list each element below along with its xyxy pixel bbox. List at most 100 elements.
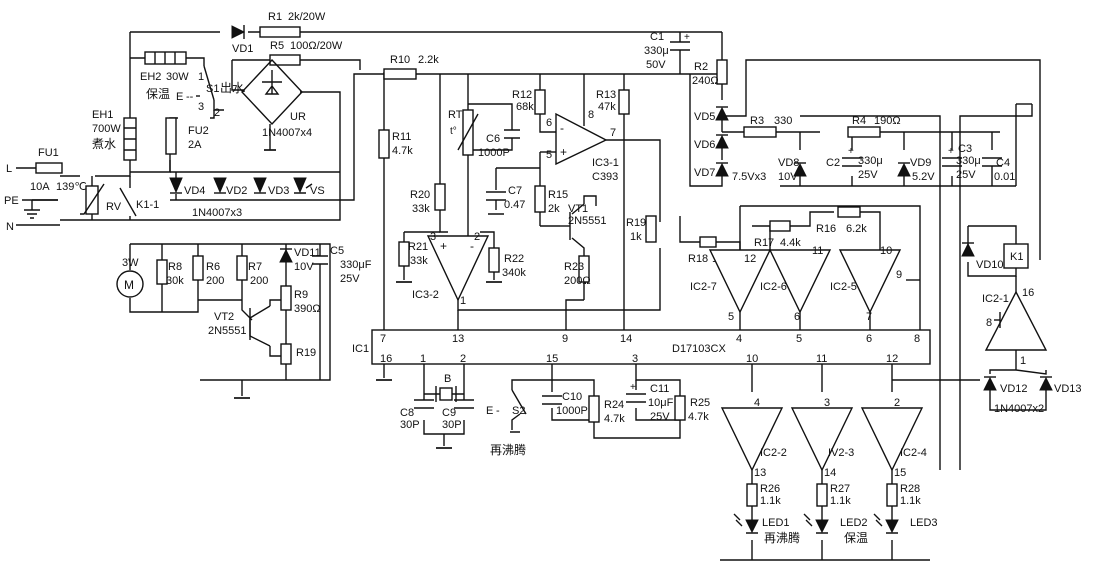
- c6-capacitor: C6 1000P: [478, 129, 520, 159]
- ic3-2-pin3: 3: [430, 231, 436, 243]
- terminal-n: N: [6, 221, 14, 233]
- c1-label: C1: [650, 31, 664, 43]
- r17-value: 4.4k: [780, 237, 801, 249]
- c11-value: 10μF: [648, 397, 674, 409]
- c2-capacitor: + C2 330μ 25V: [826, 146, 883, 181]
- vd7-zener: VD7 7.5Vx3: [694, 162, 766, 183]
- ic2-6-buffer: IC2-6 11 6: [760, 245, 832, 323]
- r11-label: R11: [392, 131, 411, 143]
- c11-label: C11: [650, 383, 669, 395]
- r8-value: 30k: [166, 275, 184, 287]
- r5-value: 100Ω/20W: [290, 40, 343, 52]
- r23-label: R23: [564, 261, 584, 273]
- r6-label: R6: [206, 261, 220, 273]
- r19a-value: 1k: [630, 231, 642, 243]
- r10-label: R10: [390, 54, 410, 66]
- r2-label: R2: [694, 61, 708, 73]
- ic3-1-pin8: 8: [588, 109, 594, 121]
- crystal-b: B: [435, 373, 457, 402]
- ic3-1-comparator: - + 6 5 7 8 IC3-1 C393: [546, 100, 619, 183]
- c5-value: 330μF: [340, 259, 372, 271]
- r9-resistor: R9 390Ω: [280, 285, 321, 315]
- r24-value: 4.7k: [604, 413, 625, 425]
- ur-value: 1N4007x4: [262, 127, 312, 139]
- ic3-1-pin6: 6: [546, 117, 552, 129]
- ic2-5-out: 7: [866, 311, 872, 323]
- c2-label: C2: [826, 157, 840, 169]
- vt1-label: VT1: [568, 203, 588, 215]
- r17-resistor: R17 4.4k: [754, 220, 801, 249]
- c4-value: 0.01: [994, 171, 1015, 183]
- c11-voltage: 25V: [650, 411, 670, 423]
- vd10-label: VD10: [976, 259, 1004, 271]
- ground-symbols: [234, 149, 502, 449]
- led1-function: 再沸腾: [764, 530, 800, 545]
- vd6-label: VD6: [694, 139, 715, 151]
- c3-label: C3: [958, 143, 972, 155]
- ic2-7-out: 5: [728, 311, 734, 323]
- r3-value: 330: [774, 115, 792, 127]
- r1-value: 2k/20W: [288, 11, 326, 23]
- r3-label: R3: [750, 115, 764, 127]
- vt2-label: VT2: [214, 311, 234, 323]
- r10-value: 2.2k: [418, 54, 439, 66]
- r23-value: 200Ω: [564, 275, 591, 287]
- r4-label: R4: [852, 115, 866, 127]
- c6-label: C6: [486, 133, 500, 145]
- ic3-1-minus: -: [560, 121, 564, 135]
- vt1-transistor: VT1 2N5551: [560, 203, 607, 240]
- ic1-label: IC1: [352, 343, 369, 355]
- c8-label: C8: [400, 407, 414, 419]
- r13-value: 47k: [598, 101, 616, 113]
- c5-voltage: 25V: [340, 273, 360, 285]
- r2-resistor: R2 240Ω: [692, 59, 728, 87]
- r15-value: 2k: [548, 203, 560, 215]
- motor-label: M: [124, 278, 134, 292]
- r21-resistor: R21 33k: [398, 241, 428, 267]
- zener-stack: VD5 VD6 VD7 7.5Vx3: [694, 106, 766, 183]
- rt-thermistor: RT t°: [448, 109, 479, 156]
- eh2-heater: EH2 30W 保温: [140, 51, 189, 101]
- vd13-diode: VD13: [1039, 376, 1082, 395]
- r16-value: 6.2k: [846, 223, 867, 235]
- led3-label: LED3: [910, 517, 938, 529]
- terminal-l: L: [6, 163, 12, 175]
- ic3-1-label: IC3-1: [592, 157, 619, 169]
- vd1-diode: VD1: [231, 25, 253, 55]
- fu1-temp: 139℃: [56, 181, 87, 193]
- vs-label: VS: [310, 185, 325, 197]
- c10-label: C10: [562, 391, 582, 403]
- ic2-5-buffer: IC2-5 10 7 9: [830, 245, 902, 323]
- vd9-value: 5.2V: [912, 171, 935, 183]
- eh1-function: 煮水: [92, 137, 116, 151]
- ur-bridge-rectifier: UR 1N4007x4: [241, 58, 312, 140]
- r15-label: R15: [548, 189, 568, 201]
- vd7-value: 7.5Vx3: [732, 171, 766, 183]
- r11-resistor: R11 4.7k: [378, 129, 413, 159]
- r20-value: 33k: [412, 203, 430, 215]
- r24-label: R24: [604, 399, 624, 411]
- vd6-zener: VD6: [694, 134, 729, 151]
- ic2-1-pin8: 8: [986, 317, 992, 329]
- diode-array: VD4 VD2 VD3 VS 1N4007x3: [169, 172, 325, 219]
- led2: LED2 保温: [803, 513, 868, 545]
- ic2-5-in: 10: [880, 245, 892, 257]
- k1-1-contact: K1-1: [136, 199, 159, 211]
- ic1-pin-4: 4: [736, 333, 742, 345]
- ic1-pin-2: 2: [460, 353, 466, 365]
- r10-resistor: R10 2.2k: [383, 54, 439, 80]
- motor: M 3W: [116, 257, 144, 298]
- vt2-transistor: VT2 2N5551: [208, 308, 251, 340]
- c4-label: C4: [996, 157, 1010, 169]
- ic2-7-label: IC2-7: [690, 281, 717, 293]
- c5-label: C5: [330, 245, 344, 257]
- r28-value: 1.1k: [900, 495, 921, 507]
- c3-voltage: 25V: [956, 169, 976, 181]
- s1-pin3: 3: [198, 101, 204, 113]
- vd1-label: VD1: [232, 43, 253, 55]
- eh2-value: 30W: [166, 71, 189, 83]
- s1-function: 出水: [220, 81, 244, 95]
- c3-plus: +: [948, 146, 954, 157]
- r16-label: R16: [816, 223, 836, 235]
- ic1-bottom-pins: 16 1 2 15 3 10 11 12: [380, 353, 898, 365]
